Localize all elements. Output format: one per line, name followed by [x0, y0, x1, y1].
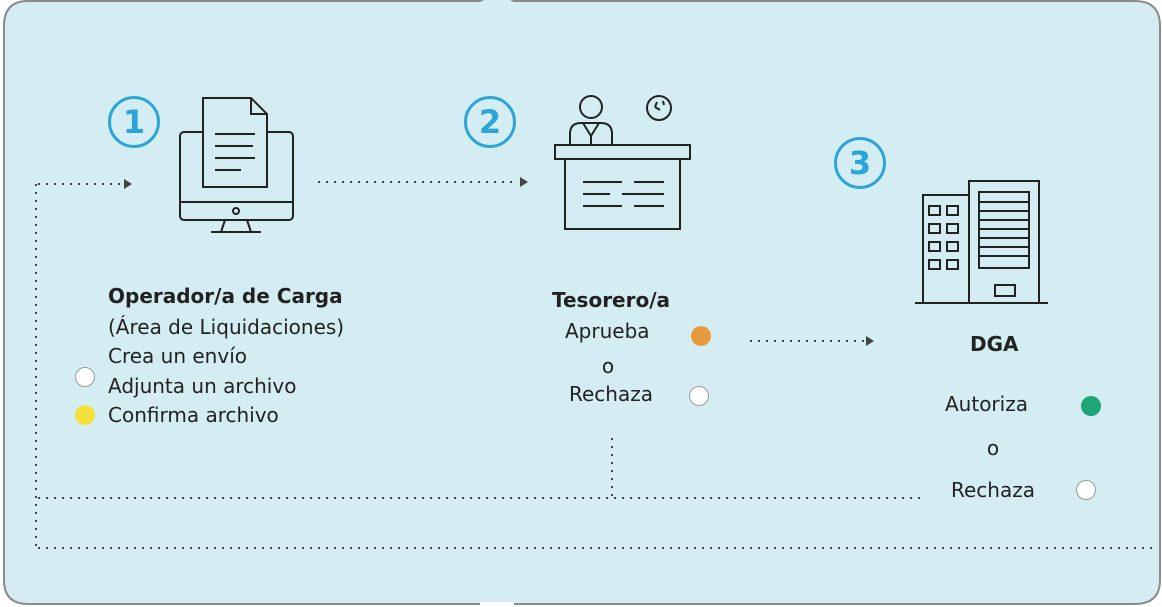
arrowhead-1 [124, 179, 132, 189]
step-2-approve: Aprueba [565, 319, 650, 343]
cashier-desk-icon [554, 95, 691, 230]
step-1-title: Operador/a de Carga [108, 284, 343, 308]
step-2-or: o [601, 354, 615, 378]
status-dot-green [1081, 396, 1101, 416]
step-2-title: Tesorero/a [552, 288, 671, 312]
step-1-line-confirm: Confirma archivo [108, 403, 279, 427]
step-1-line-create: Crea un envío [108, 344, 247, 368]
step-3-title: DGA [970, 332, 1019, 356]
building-icon [915, 180, 1048, 304]
monitor-document-icon [179, 97, 294, 233]
step-1-number: 1 [108, 96, 160, 148]
arrowhead-3 [866, 336, 874, 346]
status-dot-empty-3 [1076, 480, 1096, 500]
step-2-number: 2 [464, 96, 516, 148]
step-3-reject: Rechaza [951, 478, 1035, 502]
connectors [35, 181, 1158, 549]
step-3-authorize: Autoriza [945, 392, 1028, 416]
status-dot-empty [75, 367, 95, 387]
status-dot-empty-2 [689, 386, 709, 406]
step-2-reject: Rechaza [569, 382, 653, 406]
arrowhead-2 [520, 177, 528, 187]
step-3-number: 3 [834, 137, 886, 189]
step-3-or: o [986, 436, 1000, 460]
step-1-line-attach: Adjunta un archivo [108, 374, 297, 398]
step-1-subtitle: (Área de Liquidaciones) [108, 315, 345, 339]
status-dot-yellow [75, 405, 95, 425]
status-dot-orange [691, 326, 711, 346]
